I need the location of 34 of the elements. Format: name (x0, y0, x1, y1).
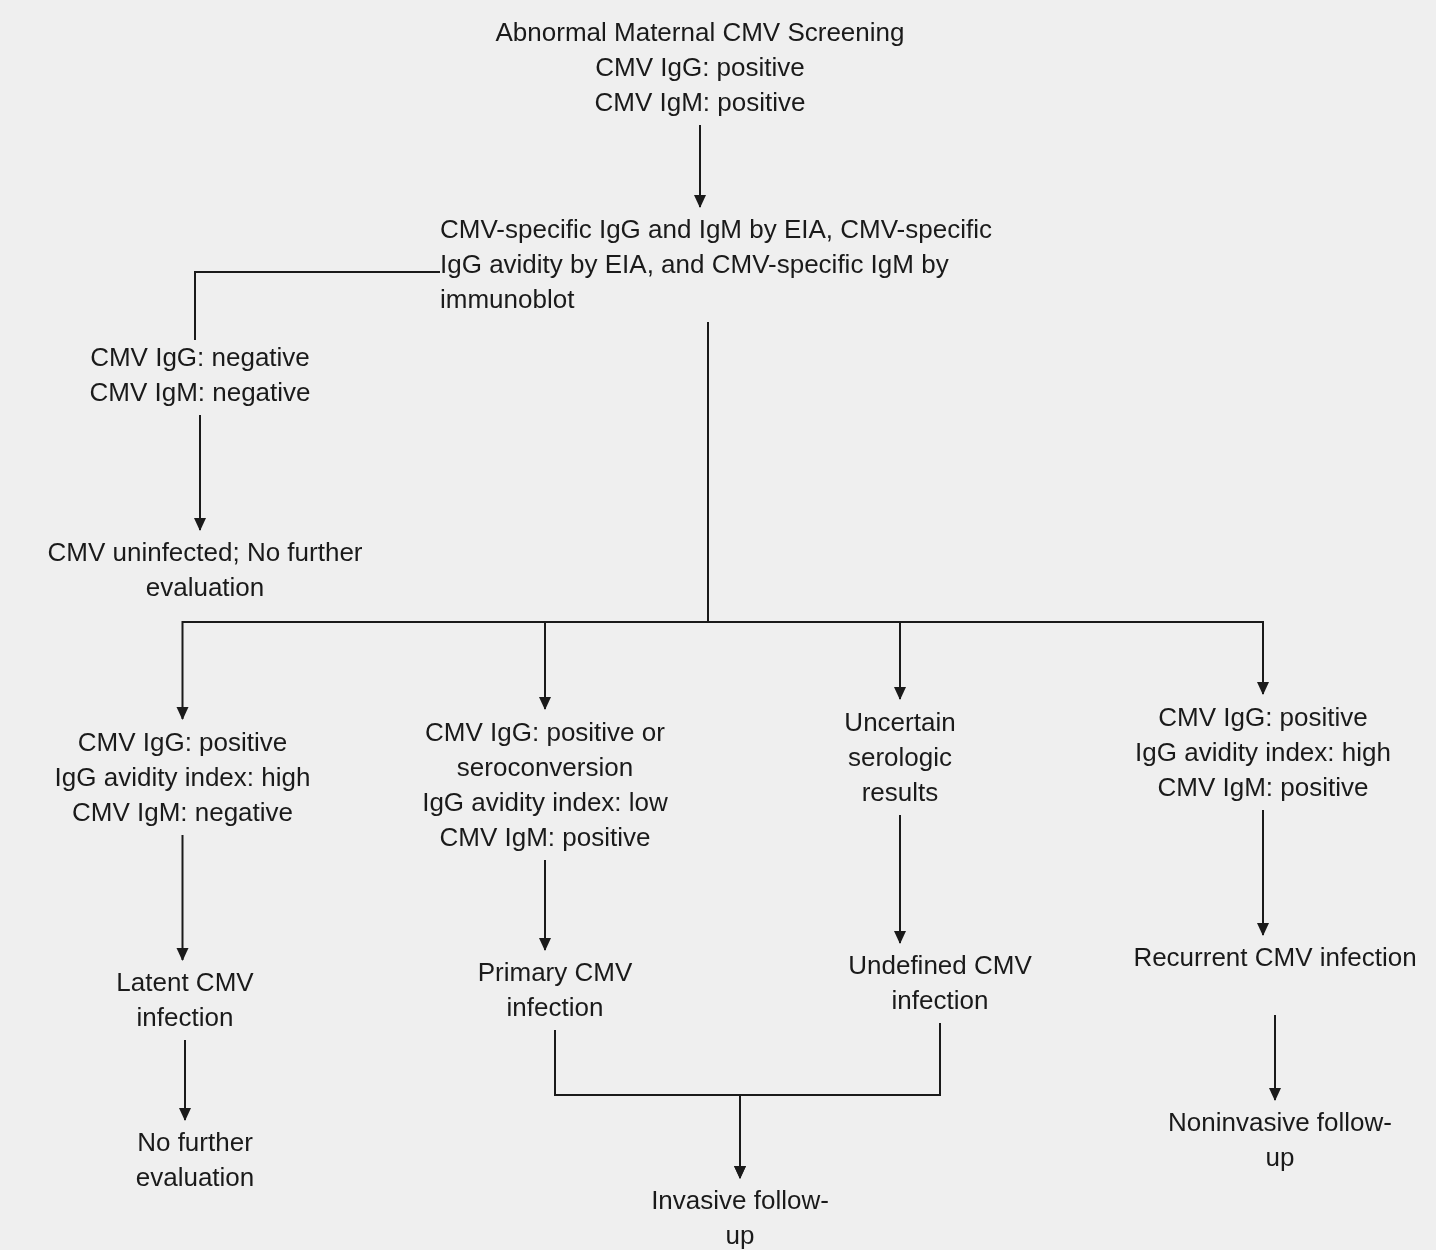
arrow (694, 124, 706, 208)
arrow (1257, 809, 1269, 936)
step-text: IgG avidity index: low (422, 786, 668, 819)
arrow (707, 321, 1269, 695)
step-text: CMV IgM: positive (439, 821, 651, 854)
step-text: CMV uninfected; No further evaluation (46, 536, 364, 604)
arrow (894, 814, 906, 944)
step-text: IgG avidity index: high (54, 761, 311, 794)
arrow (734, 1022, 941, 1179)
step-text: Primary CMV infection (476, 956, 634, 1024)
step-text: Noninvasive follow-up (1167, 1106, 1393, 1174)
step-text: Undefined CMV infection (847, 949, 1033, 1017)
step-text: Invasive follow-up (650, 1184, 830, 1250)
step-text: CMV IgM: positive (1157, 771, 1369, 804)
arrow (176, 834, 189, 961)
step-text: CMV IgG: negative (90, 341, 310, 374)
step-text: Recurrent CMV infection (1133, 941, 1417, 974)
step-text: No further evaluation (134, 1126, 256, 1194)
step-text: CMV IgG: positive (77, 726, 288, 759)
step-text: CMV IgG: positive or seroconversion (424, 716, 666, 784)
step-text: CMV IgM: negative (71, 796, 294, 829)
step-text: CMV IgG: positive (1158, 701, 1368, 734)
step-text: Uncertain serologic results (843, 706, 957, 809)
arrow (1269, 1014, 1281, 1101)
arrow (539, 859, 551, 951)
step-text: Latent CMV infection (115, 966, 255, 1034)
arrow (194, 414, 206, 531)
arrow (179, 1039, 191, 1121)
step-text: Abnormal Maternal CMV Screening (495, 16, 905, 49)
step-text: CMV-specific IgG and IgM by EIA, CMV-specific IgG avidity by EIA, and CMV-specific IgM by immunoblot (440, 213, 993, 316)
step-text: CMV IgM: positive (594, 86, 806, 119)
step-text: CMV IgM: negative (89, 376, 311, 409)
step-text: IgG avidity index: high (1135, 736, 1391, 769)
step-text: CMV IgG: positive (595, 51, 805, 84)
